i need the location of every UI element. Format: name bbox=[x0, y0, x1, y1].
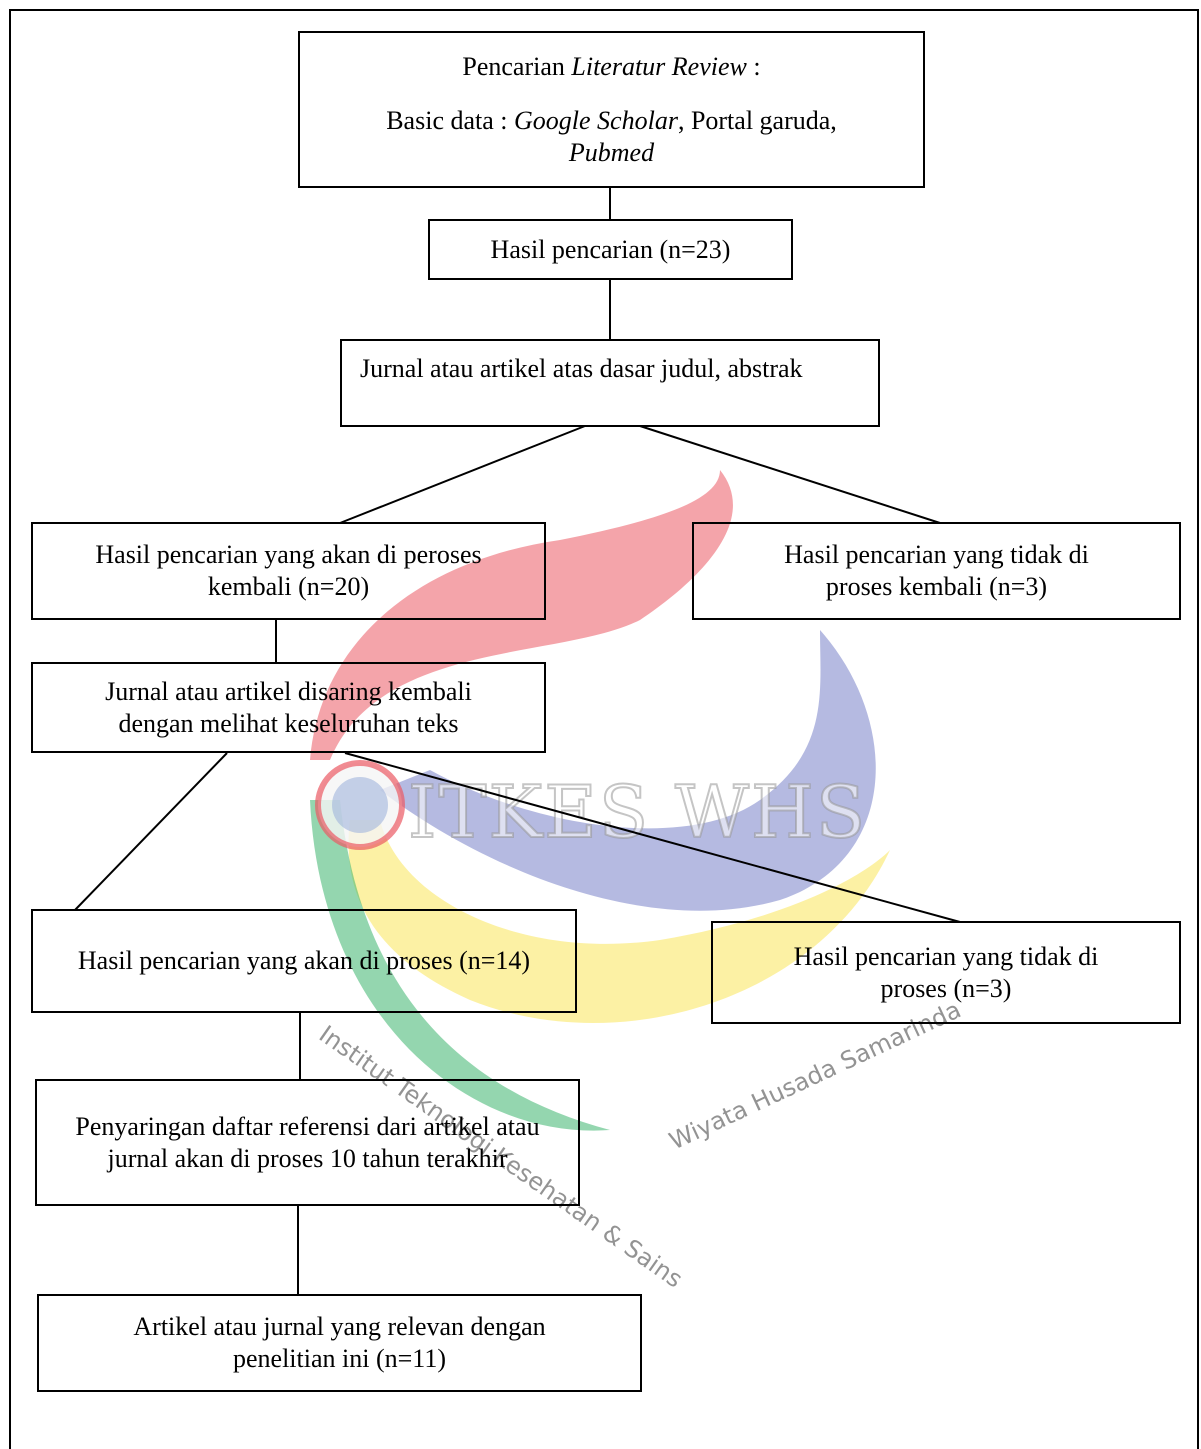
search-line-2-italic: Google Scholar bbox=[514, 105, 678, 135]
search-line-1-suffix: : bbox=[746, 51, 761, 81]
box-relevant: Artikel atau jurnal yang relevan dengan … bbox=[37, 1294, 642, 1392]
box-reference-screen: Penyaringan daftar referensi dari artike… bbox=[35, 1079, 580, 1206]
connector-fulltext-process bbox=[74, 752, 228, 911]
page-frame bbox=[9, 9, 1199, 1449]
connector-journal-not-reprocessed bbox=[639, 425, 941, 524]
box-full-text-screen: Jurnal atau artikel disaring kembali den… bbox=[31, 662, 546, 753]
box-to-reprocess: Hasil pencarian yang akan di peroses kem… bbox=[31, 522, 546, 620]
watermark-title: ITKES WHS bbox=[407, 769, 868, 855]
box-literature-search: Pencarian Literatur Review : Basic data … bbox=[298, 31, 925, 188]
search-line-1-prefix: Pencarian bbox=[462, 51, 572, 81]
connector-journal-reprocess bbox=[339, 425, 586, 524]
box-not-processed: Hasil pencarian yang tidak di proses (n=… bbox=[711, 921, 1181, 1024]
search-line-2-prefix: Basic data : bbox=[386, 105, 515, 135]
search-line-3: Pubmed bbox=[568, 137, 655, 167]
search-line-1-italic: Literatur Review bbox=[571, 51, 747, 81]
box-not-reprocessed: Hasil pencarian yang tidak di proses kem… bbox=[692, 522, 1181, 620]
connector-fulltext-not-processed bbox=[344, 752, 961, 923]
search-line-1: Pencarian Literatur Review : bbox=[462, 51, 760, 83]
box-journal-title-abstract: Jurnal atau artikel atas dasar judul, ab… bbox=[340, 339, 880, 427]
search-line-2: Basic data : Google Scholar, Portal garu… bbox=[386, 105, 837, 137]
box-to-process: Hasil pencarian yang akan di proses (n=1… bbox=[31, 909, 577, 1013]
box-search-results: Hasil pencarian (n=23) bbox=[428, 219, 793, 280]
search-line-2-suffix: , Portal garuda, bbox=[677, 105, 837, 135]
